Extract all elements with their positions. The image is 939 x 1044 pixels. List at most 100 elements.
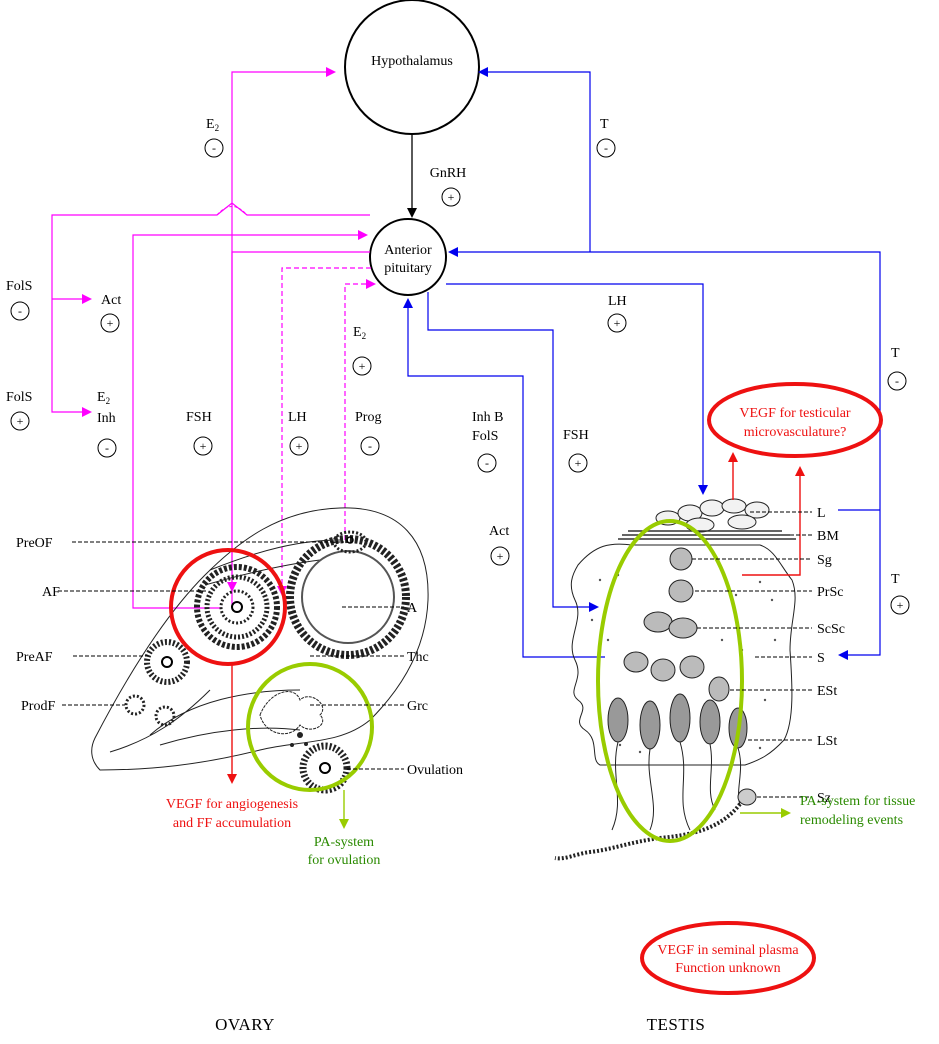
- spermatozoon: [555, 789, 756, 858]
- male-pathways: [408, 72, 880, 657]
- vegf-ovary-text-1: VEGF for angiogenesis: [166, 797, 298, 812]
- svg-text:Hypothalamus: Hypothalamus: [371, 54, 453, 69]
- inhb-feedback-arrow: [408, 300, 605, 657]
- act-plus-sign-ovary: +: [101, 314, 119, 332]
- testis-label-leaders: [692, 512, 812, 797]
- t-minus-sign-right: -: [888, 372, 906, 390]
- gnrh-label: GnRH: [430, 166, 467, 181]
- e2-label-upper: E2: [206, 117, 219, 133]
- svg-text:+: +: [897, 598, 904, 612]
- svg-text:-: -: [105, 441, 109, 455]
- af-feedback-arrow: [133, 235, 366, 608]
- inh-minus-sign: -: [98, 439, 116, 457]
- fols-label-testis: FolS: [472, 429, 498, 444]
- inh-label: Inh: [97, 411, 116, 426]
- vegf-seminal-highlight: [642, 923, 814, 993]
- svg-text:+: +: [614, 316, 621, 330]
- t-label-lower: T: [891, 572, 900, 587]
- t-minus-sign-upper: -: [597, 139, 615, 157]
- lh-plus-sign-ovary: +: [290, 437, 308, 455]
- preantral-follicle: [147, 642, 187, 682]
- svg-text:-: -: [895, 374, 899, 388]
- vegf-testis-text-1: VEGF for testicular: [739, 406, 851, 421]
- fols-minus-sign: -: [11, 302, 29, 320]
- label-s: S: [817, 651, 825, 666]
- pa-testis-text-2: remodeling events: [800, 813, 903, 828]
- svg-text:-: -: [18, 304, 22, 318]
- t-label-upper: T: [600, 117, 609, 132]
- label-est: ESt: [817, 684, 837, 699]
- t-plus-sign-lower: +: [891, 596, 909, 614]
- pa-testis-text-1: PA-system for tissue: [800, 794, 915, 809]
- e2-label-left: E2: [97, 390, 110, 406]
- label-ovulation: Ovulation: [407, 763, 463, 778]
- e2-label-right: E2: [353, 325, 366, 341]
- lh-label-testis: LH: [608, 294, 627, 309]
- svg-text:+: +: [296, 439, 303, 453]
- lh-label-ovary: LH: [288, 410, 307, 425]
- fols-loop-arrow: [52, 203, 370, 412]
- leydig-cells: [656, 499, 769, 532]
- corpus-luteum-grc: [260, 692, 323, 747]
- anterior-pituitary-node: Anterior pituitary: [370, 219, 446, 295]
- svg-text:+: +: [359, 359, 366, 373]
- t-label-right: T: [891, 346, 900, 361]
- vegf-seminal-text-2: Function unknown: [675, 961, 780, 976]
- fols-label-2: FolS: [6, 390, 32, 405]
- label-preof: PreOF: [16, 536, 53, 551]
- lh-plus-sign-testis: +: [608, 314, 626, 332]
- label-l: L: [817, 506, 826, 521]
- fsh-testis-arrow: [428, 292, 597, 607]
- label-scsc: ScSc: [817, 622, 845, 637]
- prog-label: Prog: [355, 410, 381, 425]
- act-label-ovary: Act: [101, 293, 121, 308]
- label-grc: Grc: [407, 699, 428, 714]
- ovary-illustration: [92, 508, 428, 790]
- e2-minus-sign: -: [205, 139, 223, 157]
- label-af: AF: [42, 585, 60, 600]
- svg-text:-: -: [485, 456, 489, 470]
- label-a: A: [407, 601, 418, 616]
- testis-illustration: [555, 499, 796, 858]
- antral-follicle-af: [197, 567, 277, 647]
- e2-hypothalamus-arrow: [232, 72, 334, 608]
- svg-text:+: +: [497, 549, 504, 563]
- svg-text:Anterior: Anterior: [384, 243, 432, 258]
- label-preaf: PreAF: [16, 650, 53, 665]
- ovary-caption: OVARY: [215, 1015, 275, 1034]
- elongated-spermatids: [608, 694, 747, 749]
- act-plus-sign-testis: +: [491, 547, 509, 565]
- fsh-label-ovary: FSH: [186, 410, 212, 425]
- svg-text:-: -: [604, 141, 608, 155]
- act-label-testis: Act: [489, 524, 509, 539]
- testis-caption: TESTIS: [647, 1015, 706, 1034]
- label-sg: Sg: [817, 553, 832, 568]
- t-pituitary-arrow: [450, 252, 880, 510]
- svg-text:+: +: [448, 190, 455, 204]
- svg-text:+: +: [17, 414, 24, 428]
- e2-plus-sign: +: [353, 357, 371, 375]
- svg-text:+: +: [575, 456, 582, 470]
- fsh-label-testis: FSH: [563, 428, 589, 443]
- pa-ovary-text-2: for ovulation: [308, 853, 381, 868]
- fsh-plus-sign-ovary: +: [194, 437, 212, 455]
- label-lst: LSt: [817, 734, 837, 749]
- inhb-label: Inh B: [472, 410, 504, 425]
- primordial-follicles: [126, 696, 174, 725]
- pa-ovary-text-1: PA-system: [314, 835, 374, 850]
- preovulatory-follicle: [290, 532, 406, 655]
- label-prodf: ProdF: [21, 699, 55, 714]
- fols-plus-sign: +: [11, 412, 29, 430]
- prog-minus-sign: -: [361, 437, 379, 455]
- fsh-plus-sign-testis: +: [569, 454, 587, 472]
- svg-text:-: -: [212, 141, 216, 155]
- germ-cells: [624, 548, 729, 701]
- fols-label-1: FolS: [6, 279, 32, 294]
- vegf-ovary-text-2: and FF accumulation: [173, 816, 291, 831]
- svg-text:+: +: [200, 439, 207, 453]
- vegf-testis-text-2: microvasculature?: [744, 425, 847, 440]
- hypothalamus-node: Hypothalamus: [345, 0, 479, 134]
- vegf-seminal-text-1: VEGF in seminal plasma: [657, 943, 799, 958]
